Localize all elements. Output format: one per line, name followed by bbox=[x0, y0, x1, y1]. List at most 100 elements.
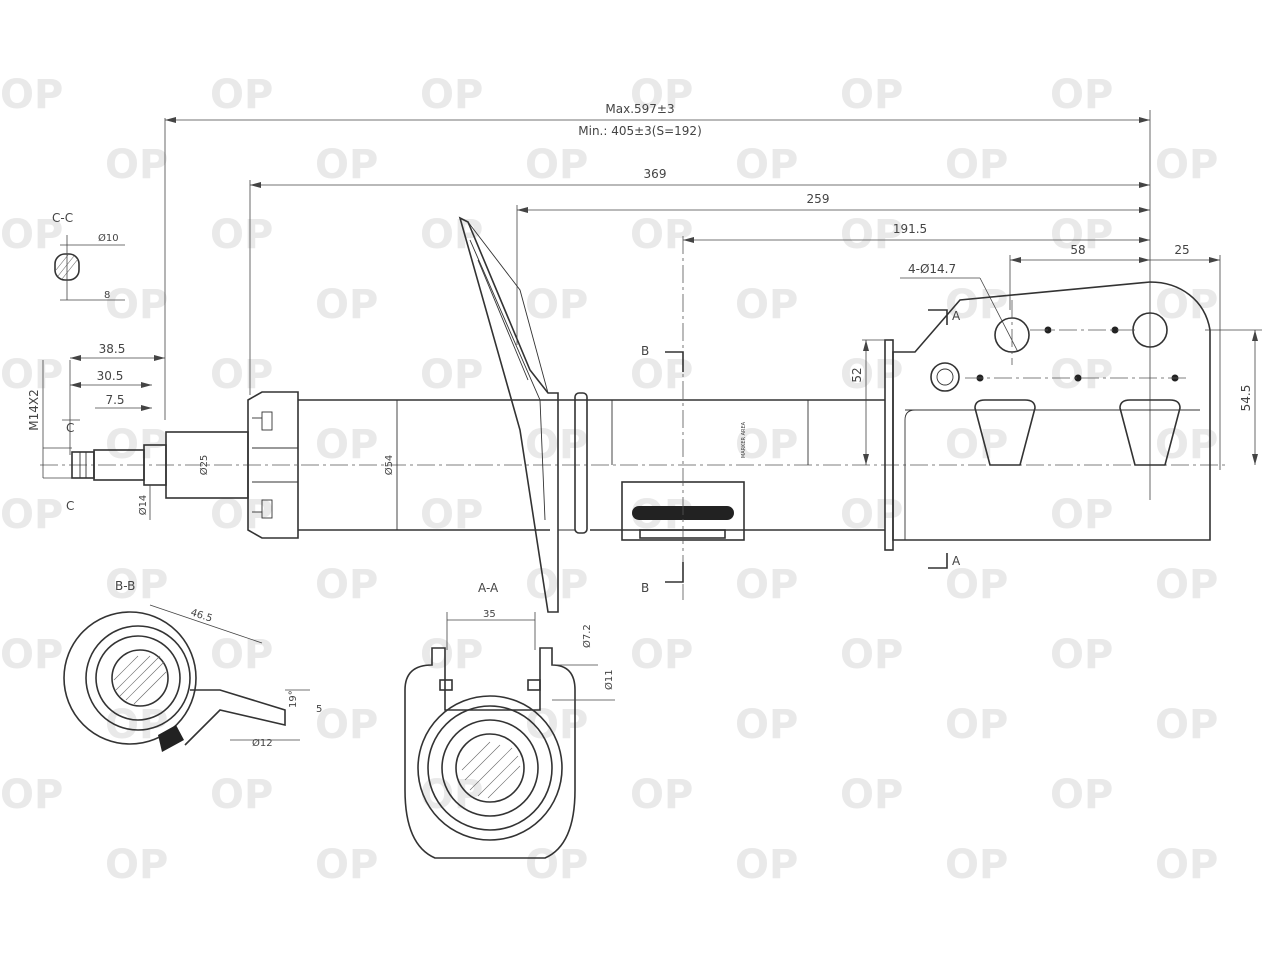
section-aa-phi72: Ø7.2 bbox=[581, 624, 593, 648]
watermark-op: OP bbox=[0, 72, 63, 118]
min-length-label: Min.: 405±3(S=192) bbox=[578, 124, 702, 138]
section-bb-phi: Ø12 bbox=[252, 737, 273, 749]
section-b-bottom-label: B bbox=[641, 581, 649, 595]
watermark-op: OP bbox=[0, 632, 63, 678]
watermark-op: OP bbox=[420, 632, 483, 678]
watermark-op: OP bbox=[1155, 422, 1218, 468]
thread-label: M14X2 bbox=[27, 389, 41, 430]
section-c-c: C-C Ø10 8 bbox=[52, 211, 125, 301]
watermark-op: OP bbox=[630, 352, 693, 398]
watermark-op: OP bbox=[1050, 352, 1113, 398]
watermark-op: OP bbox=[630, 72, 693, 118]
dim-25: 25 bbox=[1174, 243, 1189, 257]
watermark-op: OP bbox=[105, 282, 168, 328]
section-c-top-label: C bbox=[66, 421, 74, 435]
section-b-b: B-B 46.5 Ø12 19° 5 bbox=[63, 579, 322, 752]
spring-seat bbox=[458, 216, 588, 613]
watermark-op: OP bbox=[0, 212, 63, 258]
bb-hatch bbox=[113, 655, 167, 705]
watermark-op: OP bbox=[0, 492, 63, 538]
watermark-op: OP bbox=[525, 562, 588, 608]
bracket-height-dimensions: 52 54.5 bbox=[850, 329, 1262, 465]
watermark-op: OP bbox=[315, 702, 378, 748]
watermark-op: OP bbox=[945, 142, 1008, 188]
watermark-op: OP bbox=[210, 212, 273, 258]
top-cap bbox=[247, 391, 299, 539]
watermark-op: OP bbox=[0, 352, 63, 398]
watermark-op: OP bbox=[210, 72, 273, 118]
dim-191-5: 191.5 bbox=[893, 222, 927, 236]
section-b-markers: B B bbox=[641, 236, 684, 600]
phi14-label: Ø14 bbox=[137, 495, 149, 516]
holes-label: 4-Ø14.7 bbox=[908, 262, 956, 276]
watermark-op: OP bbox=[315, 842, 378, 888]
section-cc-phi: Ø10 bbox=[98, 232, 119, 244]
watermark-op: OP bbox=[1050, 492, 1113, 538]
section-cc-title: C-C bbox=[52, 211, 73, 225]
watermark-op: OP bbox=[1050, 212, 1113, 258]
overall-length-dimensions: Max.597±3 Min.: 405±3(S=192) 369 259 191… bbox=[164, 102, 1221, 500]
section-aa-width: 35 bbox=[483, 609, 496, 620]
watermark-op: OP bbox=[210, 492, 273, 538]
watermark-op: OP bbox=[840, 72, 903, 118]
watermark-op: OP bbox=[315, 282, 378, 328]
watermark-op: OP bbox=[420, 72, 483, 118]
watermark-op: OP bbox=[1155, 142, 1218, 188]
watermark-op: OP bbox=[315, 142, 378, 188]
dim-259: 259 bbox=[807, 192, 830, 206]
watermark-op: OP bbox=[1050, 72, 1113, 118]
watermark-op: OP bbox=[525, 142, 588, 188]
watermark-op: OP bbox=[735, 702, 798, 748]
marker-area-label: MARKER AREA bbox=[741, 421, 747, 458]
watermark-op: OP bbox=[735, 282, 798, 328]
section-a-top-label: A bbox=[952, 309, 961, 323]
section-a-a: A-A 35 Ø7.2 Ø11 bbox=[404, 581, 615, 859]
watermark-op: OP bbox=[420, 492, 483, 538]
dim-369: 369 bbox=[644, 167, 667, 181]
watermark-op: OP bbox=[210, 352, 273, 398]
watermark-op: OP bbox=[1155, 842, 1218, 888]
watermark-op: OP bbox=[840, 632, 903, 678]
watermark-op: OP bbox=[105, 142, 168, 188]
watermark-op: OP bbox=[945, 702, 1008, 748]
watermark-op: OP bbox=[735, 842, 798, 888]
phi25-label: Ø25 bbox=[198, 455, 210, 476]
watermark-op: OP bbox=[630, 632, 693, 678]
dim-30-5: 30.5 bbox=[97, 369, 124, 383]
section-bb-title: B-B bbox=[115, 579, 135, 593]
left-dimensions: 38.5 30.5 7.5 M14X2 C C bbox=[27, 342, 165, 513]
section-bb-width: 5 bbox=[316, 704, 322, 715]
watermark-op: OP bbox=[735, 422, 798, 468]
watermark-op: OP bbox=[840, 212, 903, 258]
dim-52: 52 bbox=[850, 367, 864, 382]
watermark-op: OP bbox=[315, 562, 378, 608]
watermark-op: OP bbox=[315, 422, 378, 468]
dim-58: 58 bbox=[1070, 243, 1085, 257]
watermark-op: OP bbox=[1050, 772, 1113, 818]
watermark-op: OP bbox=[945, 562, 1008, 608]
dim-38-5: 38.5 bbox=[99, 342, 126, 356]
watermark-op: OP bbox=[840, 492, 903, 538]
watermark-op: OP bbox=[105, 842, 168, 888]
watermark-op: OP bbox=[945, 842, 1008, 888]
watermark-op: OP bbox=[420, 352, 483, 398]
section-cc-width: 8 bbox=[104, 290, 110, 301]
watermark-op: OP bbox=[210, 772, 273, 818]
section-aa-title: A-A bbox=[478, 581, 499, 595]
section-aa-phi11: Ø11 bbox=[603, 669, 615, 690]
section-bb-angle: 19° bbox=[288, 690, 299, 708]
watermark-op: OP bbox=[945, 422, 1008, 468]
section-a-bottom-label: A bbox=[952, 554, 961, 568]
watermark-op: OP bbox=[525, 422, 588, 468]
watermark-op: OP bbox=[0, 772, 63, 818]
section-a-markers: A A bbox=[928, 309, 961, 569]
op-watermark: OP OP OP OP OP OP OP OP OP OP OP OP OP OP OP OP OP OP OP OP… bbox=[0, 72, 1218, 888]
section-b-top-label: B bbox=[641, 344, 649, 358]
section-c-bottom-label: C bbox=[66, 499, 74, 513]
watermark-op: OP bbox=[630, 212, 693, 258]
watermark-op: OP bbox=[735, 562, 798, 608]
phi54-label: Ø54 bbox=[383, 455, 395, 476]
watermark-op: OP bbox=[525, 282, 588, 328]
